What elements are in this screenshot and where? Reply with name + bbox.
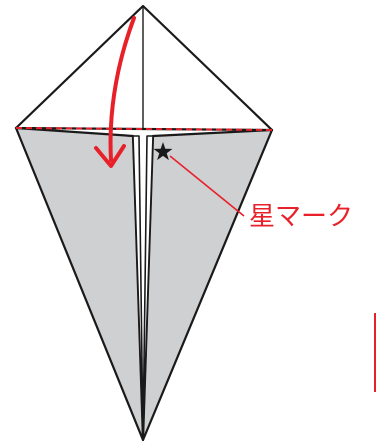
right-flap-inner-edge	[142, 135, 154, 441]
left-flap-inner-edge	[132, 135, 144, 441]
top-triangle-flap	[14, 4, 274, 132]
left-flap	[14, 126, 145, 442]
right-flap	[141, 128, 274, 442]
star-icon	[153, 142, 173, 161]
curved-arrow-head	[94, 144, 126, 168]
fold-line-dashed	[15, 127, 273, 131]
star-mark-label: 星マーク	[249, 202, 354, 232]
curved-arrow-down-icon	[108, 16, 136, 162]
callout-leader-line	[169, 155, 245, 217]
